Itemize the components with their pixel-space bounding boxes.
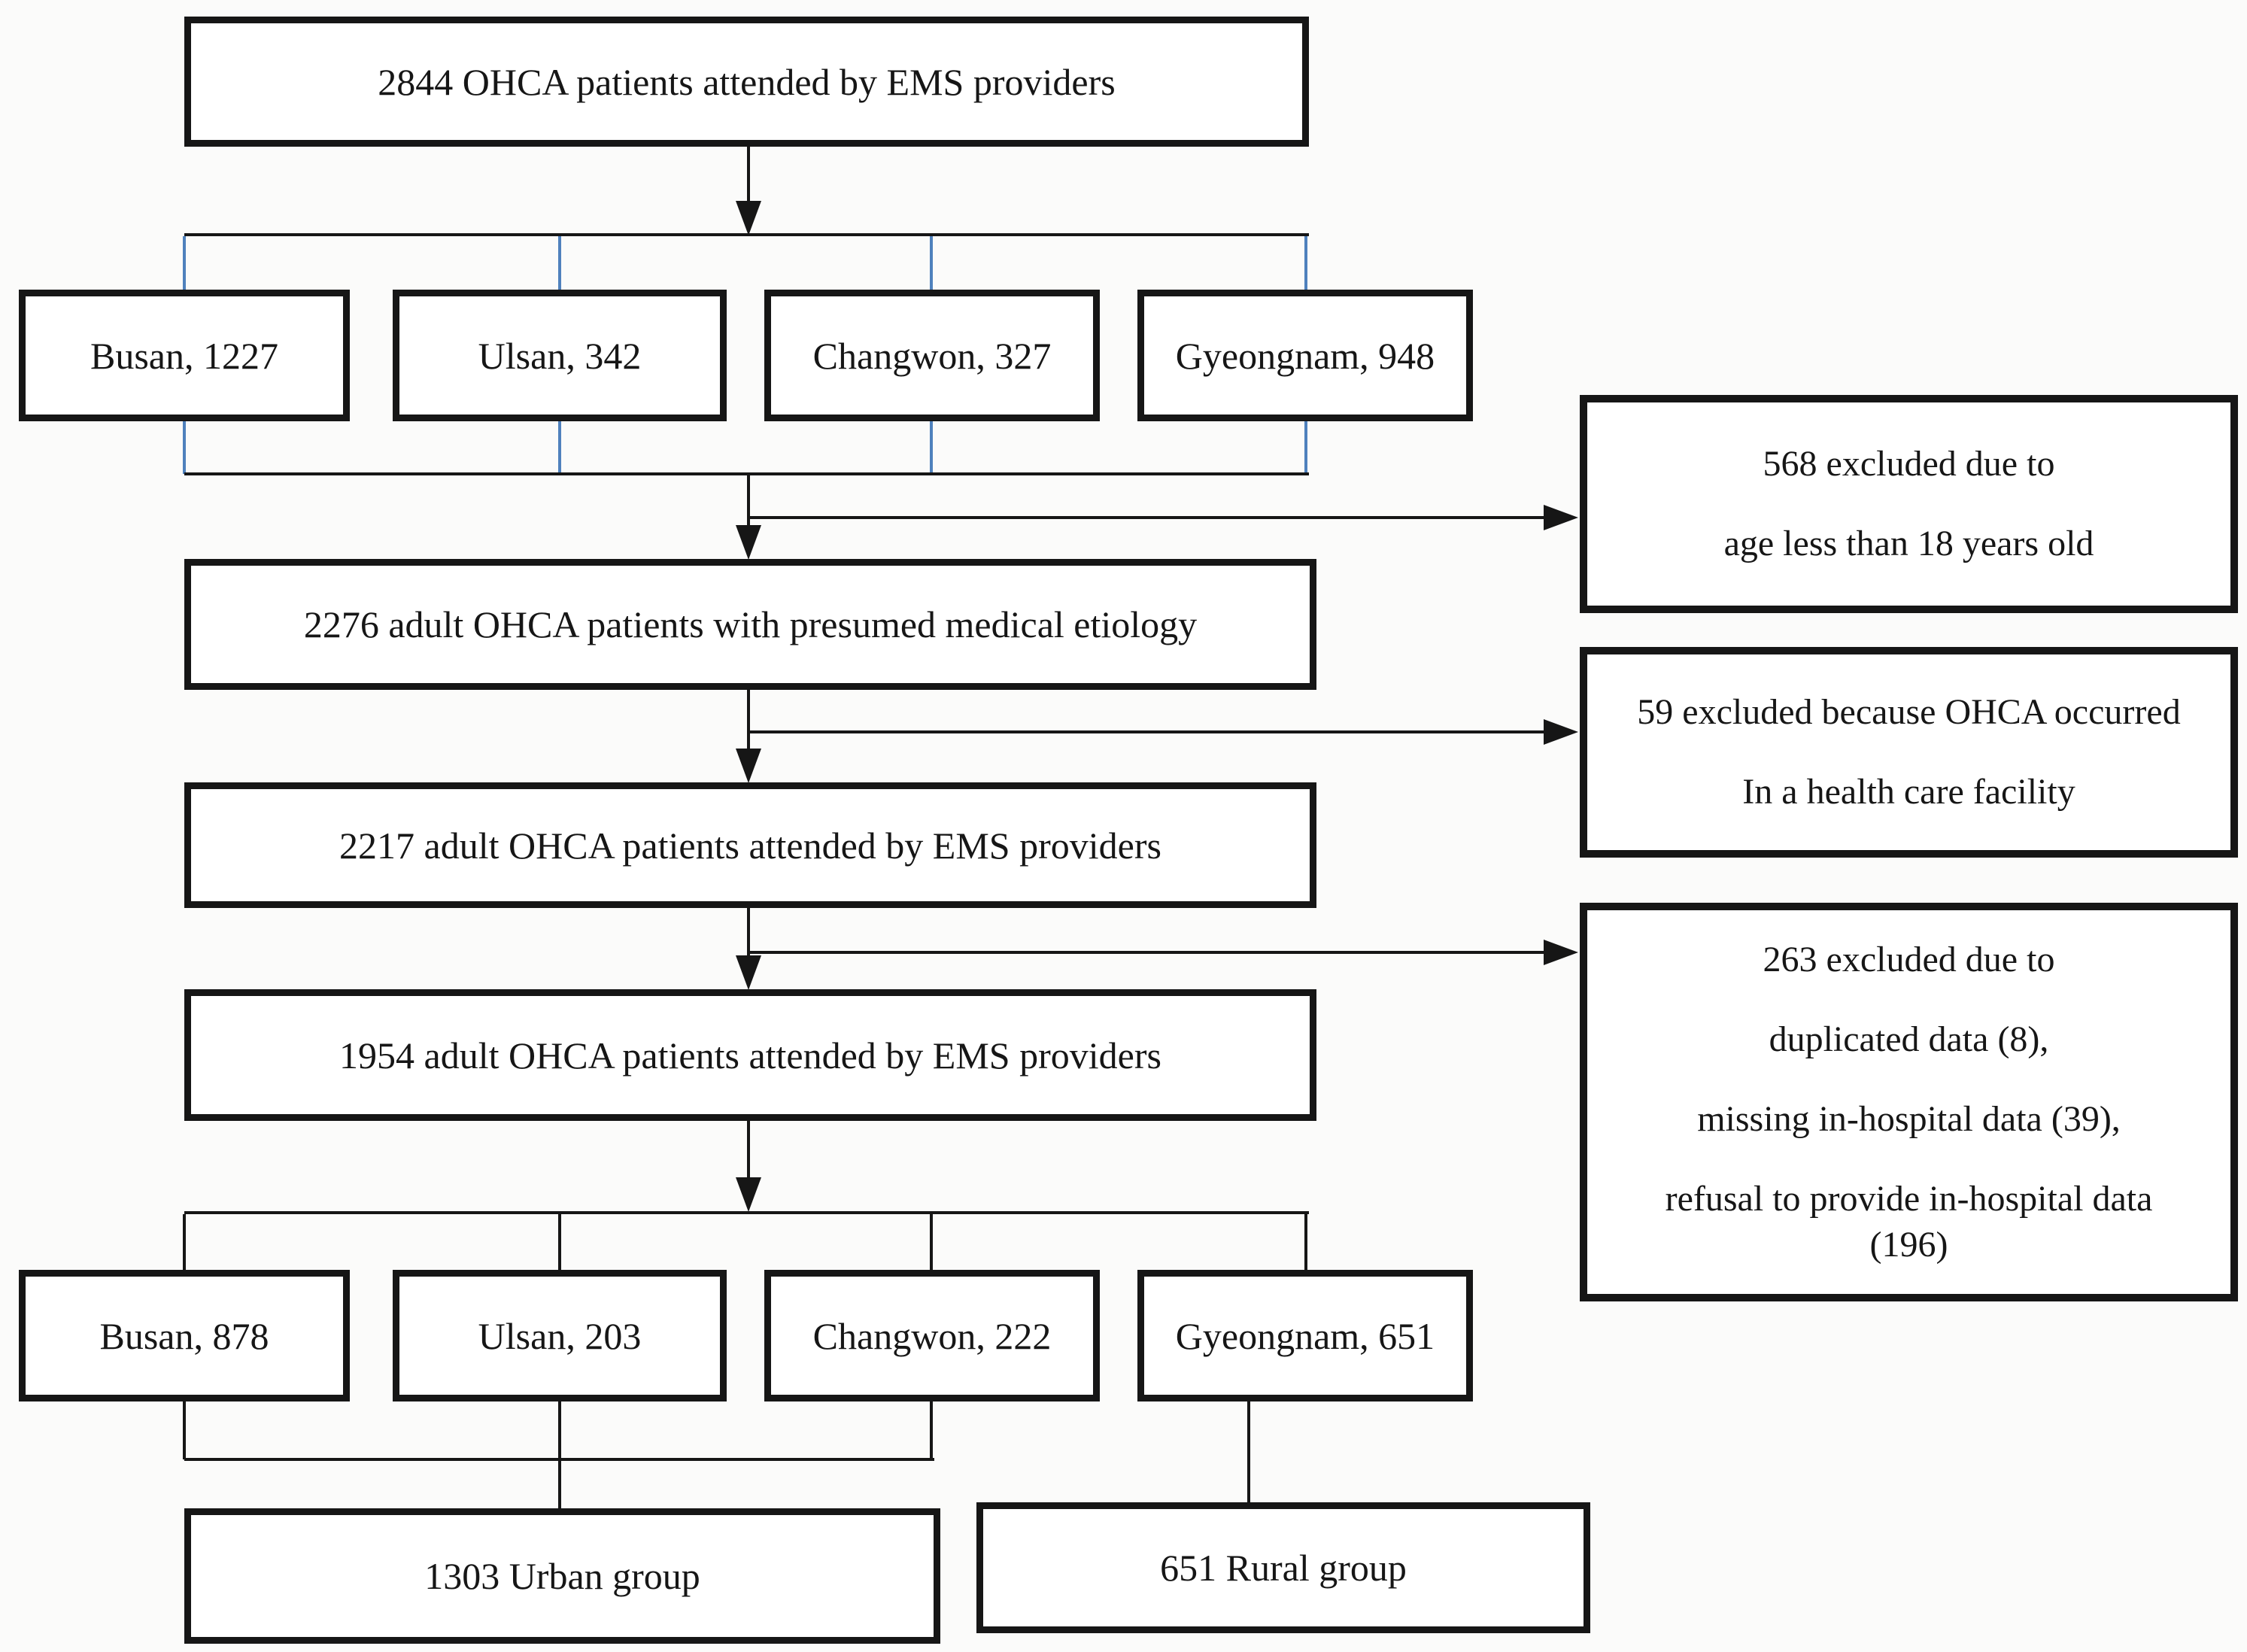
node-stage-1954: 1954 adult OHCA patients attended by EMS… xyxy=(184,989,1316,1121)
node-row1-ulsan: Ulsan, 342 xyxy=(393,290,727,421)
connector-row1-ulsan-bottom xyxy=(558,421,561,474)
connector-row1-ulsan-top xyxy=(558,236,561,290)
down-arrowhead xyxy=(736,955,761,990)
node-total-patients: 2844 OHCA patients attended by EMS provi… xyxy=(184,17,1309,147)
connector-merge1-stem xyxy=(747,474,750,527)
node-urban-group-label: 1303 Urban group xyxy=(424,1555,700,1597)
connector-row2-changwon-bottom xyxy=(930,1401,933,1459)
connector-row1-gyeongnam-top xyxy=(1304,236,1307,290)
exclusion-263-line: refusal to provide in-hospital data xyxy=(1665,1178,2153,1219)
right-arrowhead xyxy=(1544,505,1578,530)
node-row1-gyeongnam: Gyeongnam, 948 xyxy=(1137,290,1473,421)
exclusion-263-line: missing in-hospital data (39), xyxy=(1697,1098,2121,1139)
node-total-patients-label: 2844 OHCA patients attended by EMS provi… xyxy=(378,60,1116,103)
node-urban-group: 1303 Urban group xyxy=(184,1508,940,1644)
node-row2-ulsan-label: Ulsan, 203 xyxy=(478,1314,642,1357)
node-stage-2217-label: 2217 adult OHCA patients attended by EMS… xyxy=(339,824,1161,867)
connector-row2-busan-top xyxy=(183,1214,186,1271)
connector-row2-changwon-top xyxy=(930,1214,933,1271)
branch-to-exclusion-59 xyxy=(748,730,1546,733)
node-row2-busan: Busan, 878 xyxy=(19,1270,350,1401)
down-arrowhead xyxy=(736,749,761,783)
right-arrowhead xyxy=(1544,940,1578,965)
node-stage-2276-label: 2276 adult OHCA patients with presumed m… xyxy=(303,603,1198,645)
connector-row1-busan-top xyxy=(183,236,186,290)
bracket-row1-bottom xyxy=(184,472,1309,475)
connector-row2-stem xyxy=(747,1121,750,1180)
node-exclusion-59: 59 excluded because OHCA occurred In a h… xyxy=(1580,647,2238,858)
connector-stage3-stem xyxy=(747,908,750,957)
node-rural-group-label: 651 Rural group xyxy=(1160,1547,1407,1589)
exclusion-263-line: (196) xyxy=(1869,1224,1948,1265)
connector-row1-changwon-bottom xyxy=(930,421,933,474)
node-rural-group: 651 Rural group xyxy=(976,1502,1590,1633)
connector-top-stem xyxy=(747,147,750,204)
node-stage-2276: 2276 adult OHCA patients with presumed m… xyxy=(184,559,1316,690)
node-row2-changwon-label: Changwon, 222 xyxy=(812,1314,1052,1357)
bracket-row1-top xyxy=(184,233,1309,236)
connector-row2-ulsan-top xyxy=(558,1214,561,1271)
node-exclusion-568: 568 excluded due to age less than 18 yea… xyxy=(1580,395,2238,613)
connector-rural-stem xyxy=(1247,1401,1250,1504)
node-row1-changwon: Changwon, 327 xyxy=(764,290,1100,421)
down-arrowhead xyxy=(736,201,761,235)
connector-stage2-stem xyxy=(747,690,750,752)
connector-row2-ulsan-bottom xyxy=(558,1401,561,1459)
node-row2-ulsan: Ulsan, 203 xyxy=(393,1270,727,1401)
node-row2-gyeongnam: Gyeongnam, 651 xyxy=(1137,1270,1473,1401)
exclusion-568-line: age less than 18 years old xyxy=(1723,524,2094,563)
connector-row2-gyeongnam-top xyxy=(1304,1214,1307,1271)
node-row2-changwon: Changwon, 222 xyxy=(764,1270,1100,1401)
exclusion-263-line: 263 excluded due to xyxy=(1763,939,2055,979)
connector-row1-changwon-top xyxy=(930,236,933,290)
connector-row1-gyeongnam-bottom xyxy=(1304,421,1307,474)
exclusion-59-line: 59 excluded because OHCA occurred xyxy=(1637,692,2181,732)
node-row1-changwon-label: Changwon, 327 xyxy=(812,334,1052,377)
node-row1-busan-label: Busan, 1227 xyxy=(90,334,278,377)
node-stage-2217: 2217 adult OHCA patients attended by EMS… xyxy=(184,782,1316,908)
node-stage-1954-label: 1954 adult OHCA patients attended by EMS… xyxy=(339,1034,1161,1077)
exclusion-568-line: 568 excluded due to xyxy=(1763,444,2055,484)
connector-row2-busan-bottom xyxy=(183,1401,186,1459)
exclusion-59-line: In a health care facility xyxy=(1742,772,2075,812)
node-exclusion-263: 263 excluded due to duplicated data (8),… xyxy=(1580,903,2238,1301)
bracket-row2-top xyxy=(184,1211,1309,1214)
node-row1-gyeongnam-label: Gyeongnam, 948 xyxy=(1175,334,1435,377)
connector-row1-busan-bottom xyxy=(183,421,186,474)
node-row2-busan-label: Busan, 878 xyxy=(99,1314,269,1357)
connector-urban-stem xyxy=(558,1459,561,1510)
down-arrowhead xyxy=(736,1177,761,1212)
node-row1-busan: Busan, 1227 xyxy=(19,290,350,421)
node-row2-gyeongnam-label: Gyeongnam, 651 xyxy=(1175,1314,1435,1357)
branch-to-exclusion-263 xyxy=(748,951,1546,954)
exclusion-263-line: duplicated data (8), xyxy=(1769,1019,2049,1059)
right-arrowhead xyxy=(1544,719,1578,745)
down-arrowhead xyxy=(736,525,761,560)
node-row1-ulsan-label: Ulsan, 342 xyxy=(478,334,642,377)
branch-to-exclusion-568 xyxy=(748,516,1546,519)
